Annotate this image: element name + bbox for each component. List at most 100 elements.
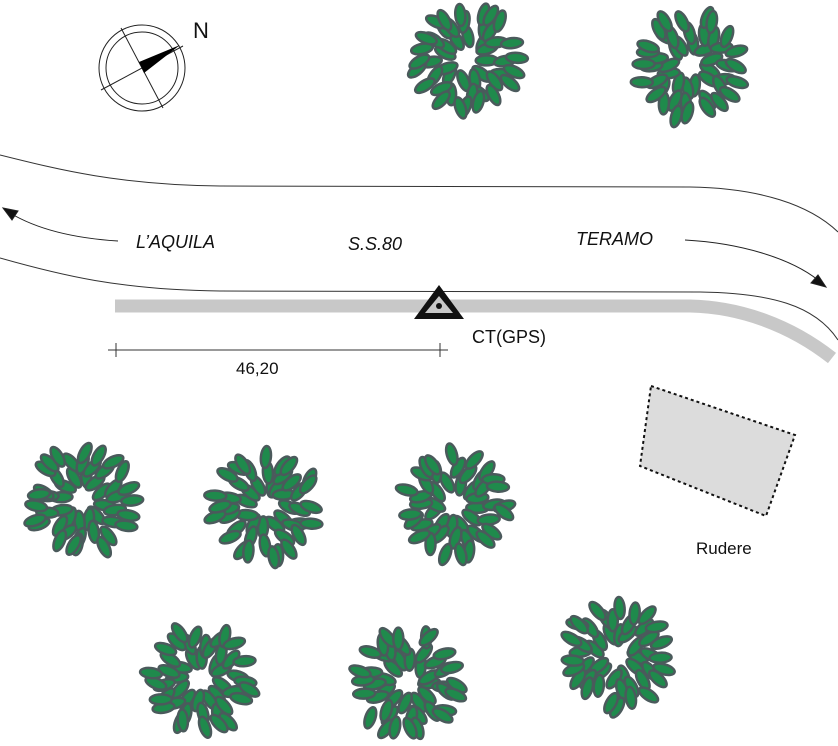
leaf (667, 89, 683, 112)
leaf (645, 85, 667, 104)
leaf (485, 83, 502, 107)
leaf (454, 542, 468, 567)
leaf (23, 513, 47, 528)
leaf (208, 499, 232, 514)
leaf (637, 686, 660, 704)
road-edge-north (0, 154, 838, 233)
leaf (413, 77, 436, 95)
leaf (560, 654, 585, 667)
leaf (153, 641, 178, 657)
tree-icon (23, 441, 145, 559)
leaf (504, 51, 530, 65)
leaf (644, 620, 669, 634)
leaf (90, 444, 107, 467)
leaf (499, 36, 525, 50)
leaf (394, 483, 419, 497)
leaf (437, 542, 453, 567)
leaf (648, 651, 673, 664)
leaf (629, 75, 655, 89)
leaf (624, 685, 638, 710)
leaf (613, 595, 626, 621)
leaf (649, 635, 674, 651)
leaf (351, 687, 377, 700)
leaf (298, 474, 318, 495)
leaf (719, 24, 735, 49)
leaf (290, 523, 307, 547)
leaf (485, 480, 511, 493)
leaf (26, 488, 52, 501)
road-edge-south (0, 257, 838, 341)
ruin-building (638, 384, 797, 518)
leaf (388, 715, 402, 740)
leaf (209, 713, 229, 734)
leaf (51, 514, 69, 537)
leaf (700, 52, 724, 67)
compass: N (98, 18, 209, 112)
leaf (114, 459, 130, 484)
leaf (588, 600, 607, 622)
leaf (170, 622, 189, 644)
north-needle-icon (139, 45, 180, 73)
leaf (363, 706, 378, 730)
tree-icon (203, 444, 324, 570)
leaf (408, 53, 431, 70)
gps-station-icon (414, 285, 464, 319)
station-label: CT(GPS) (472, 327, 546, 347)
leaf (238, 681, 261, 698)
leaf (348, 664, 372, 679)
arrow-west (9, 212, 119, 242)
leaf (698, 96, 717, 118)
leaf (407, 529, 431, 545)
leaf (87, 519, 101, 544)
label-teramo: TERAMO (576, 229, 653, 249)
leaf (398, 508, 423, 521)
tree-icon (138, 622, 261, 739)
direction-arrows (1, 207, 828, 288)
road (0, 154, 838, 341)
leaf (119, 494, 145, 507)
leaf (492, 9, 507, 33)
leaf (710, 91, 729, 113)
leaf (114, 519, 139, 533)
leaf (431, 707, 454, 724)
leaf (280, 538, 298, 560)
leaf (432, 647, 457, 661)
leaf (560, 630, 583, 648)
leaf (267, 545, 281, 570)
leaf (96, 535, 113, 559)
leaf (299, 499, 323, 515)
leaf (464, 450, 484, 470)
leaf (569, 614, 589, 635)
leaf (279, 455, 299, 477)
leaf (453, 2, 467, 28)
leaf (636, 39, 660, 54)
leaf (444, 442, 459, 467)
leaf (216, 466, 239, 483)
leaf (234, 453, 252, 476)
leaf (453, 96, 468, 120)
leaf (281, 473, 302, 492)
leaf (724, 57, 747, 75)
leaf (218, 529, 242, 545)
leaf (242, 539, 255, 564)
leaf (76, 441, 93, 465)
leaf (724, 44, 749, 59)
leaf (674, 10, 691, 33)
leaf (493, 503, 515, 522)
leaf (471, 89, 486, 114)
leaf (65, 533, 82, 557)
leaf (402, 716, 418, 740)
leaf (138, 666, 164, 680)
leaf (647, 669, 668, 689)
leaf (475, 529, 496, 549)
leaf (392, 626, 405, 651)
leaf (117, 480, 141, 497)
leaf (229, 691, 254, 706)
leaf (423, 454, 442, 476)
leaf (232, 654, 257, 668)
leaf (603, 691, 620, 715)
leaf (299, 517, 324, 530)
leaf (157, 664, 181, 679)
leaf (101, 453, 125, 470)
